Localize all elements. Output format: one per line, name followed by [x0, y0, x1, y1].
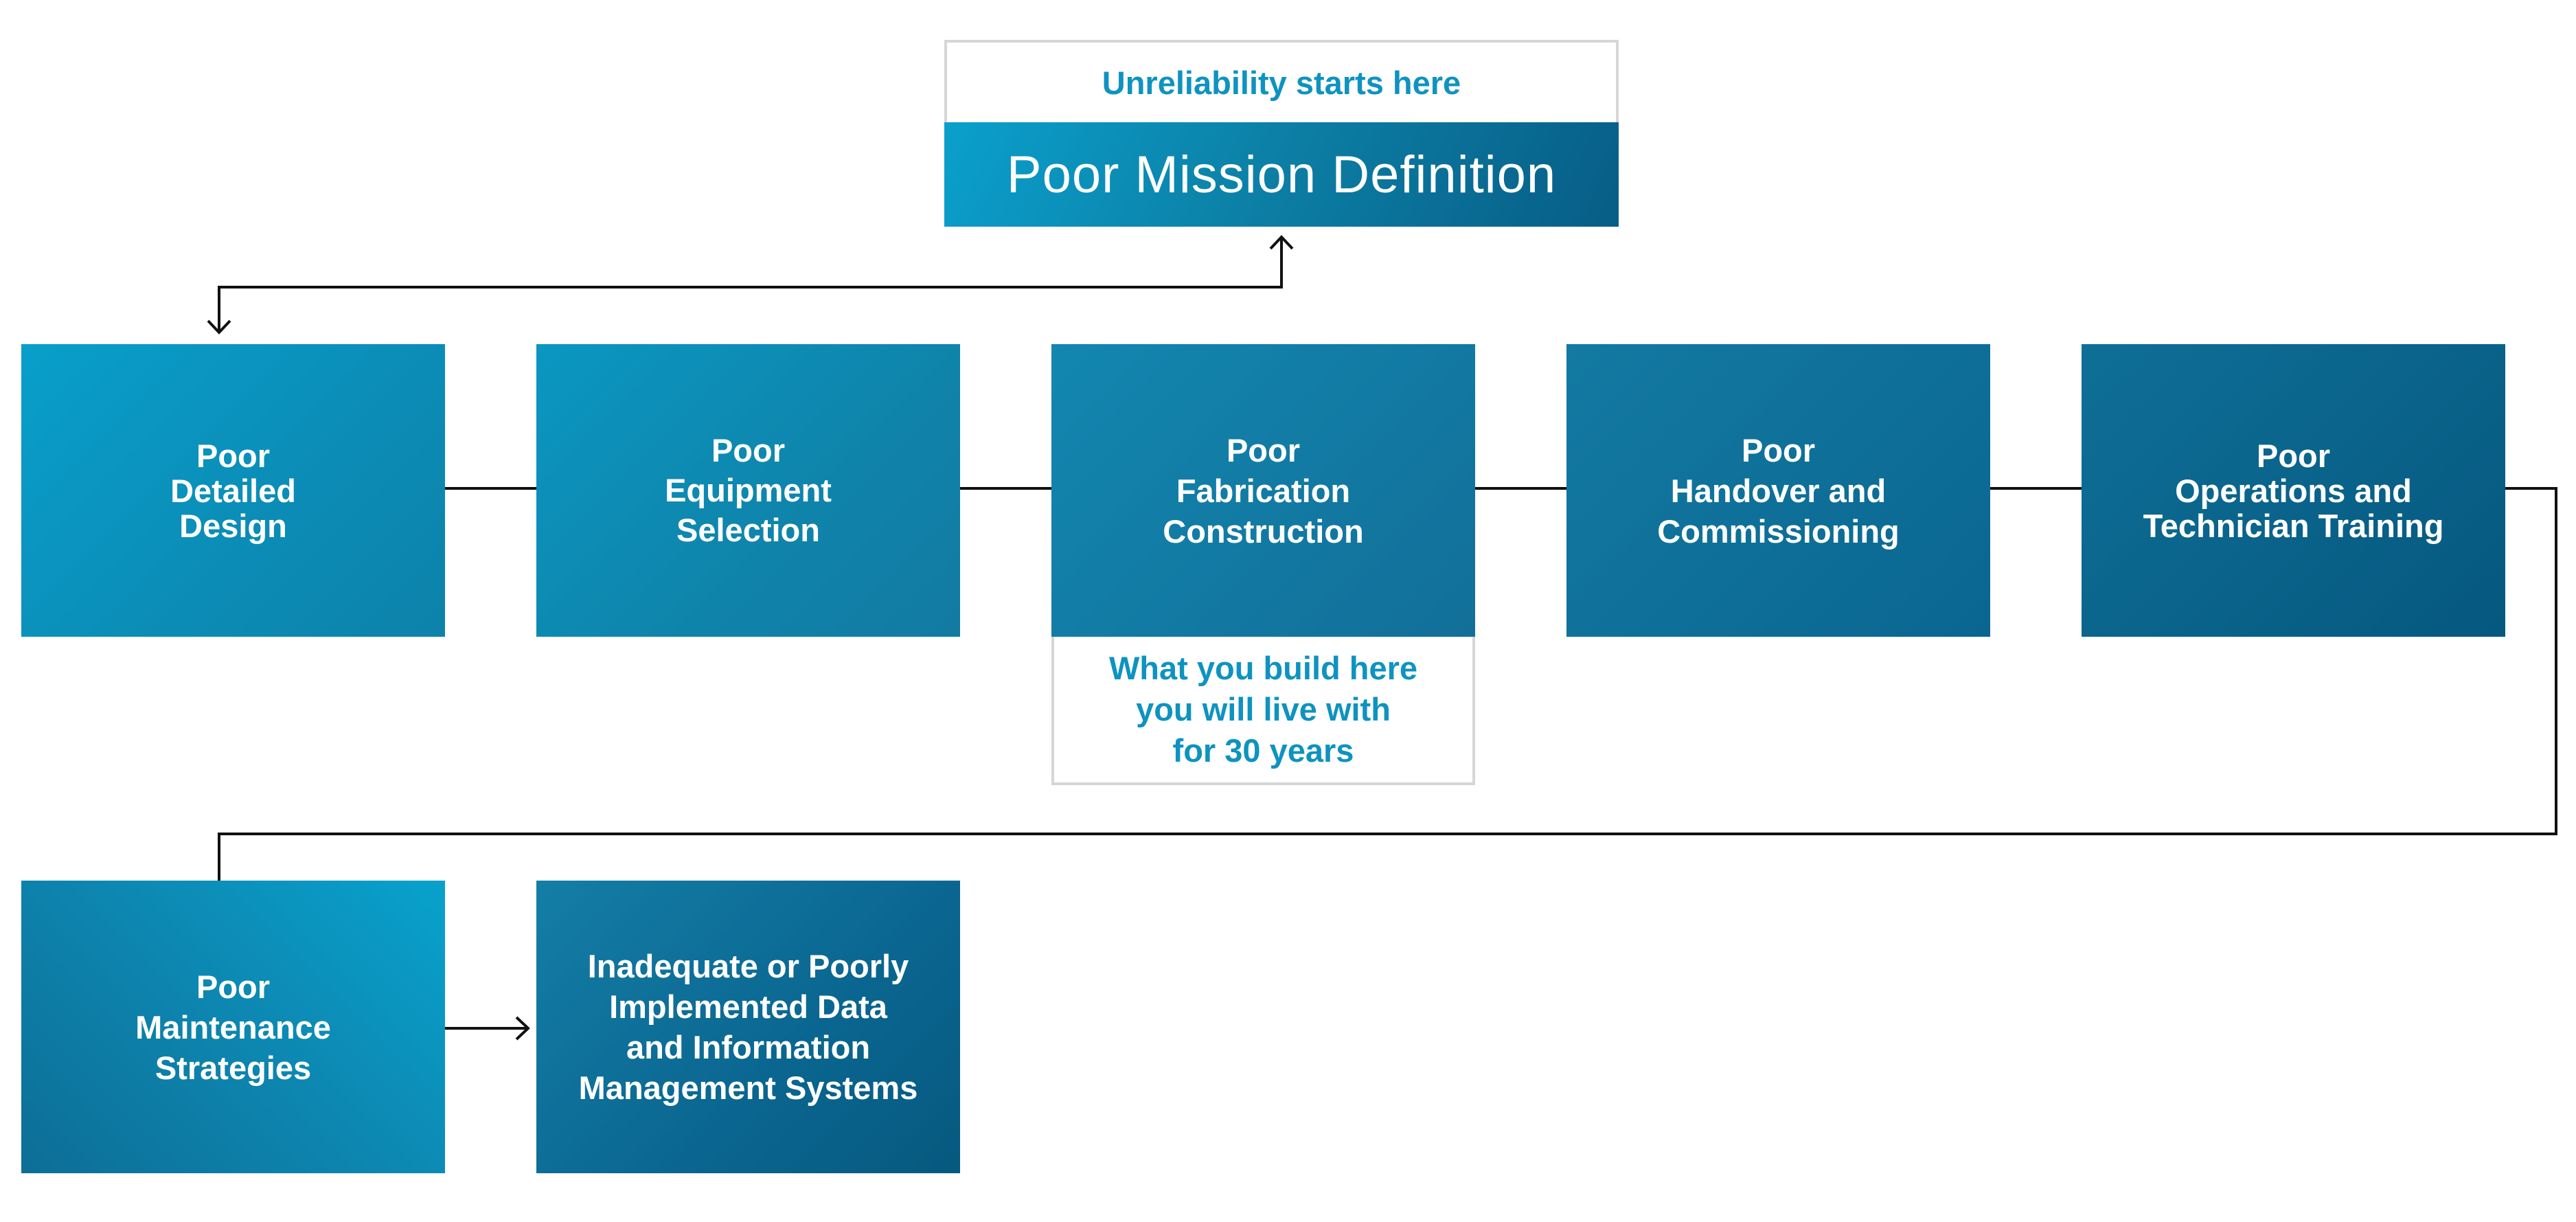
- stage-maintenance-strategies: Poor Maintenance Strategies: [21, 881, 445, 1173]
- stage-label: Poor Operations and Technician Training: [2143, 437, 2444, 544]
- stage-label: Poor Handover and Commissioning: [1657, 431, 1900, 550]
- stage-label: Poor Detailed Design: [170, 437, 296, 544]
- stage-label: Poor Maintenance Strategies: [135, 968, 331, 1086]
- stage-handover-commissioning: Poor Handover and Commissioning: [1566, 344, 1990, 637]
- stage-data-information-systems: Inadequate or Poorly Implemented Data an…: [536, 881, 960, 1173]
- stage-fabrication-construction: Poor Fabrication Construction: [1051, 344, 1475, 637]
- stage-operations-training: Poor Operations and Technician Training: [2082, 344, 2505, 637]
- stage-detailed-design: Poor Detailed Design: [21, 344, 445, 637]
- mission-to-design-connector: [218, 237, 1283, 331]
- stage-label: Inadequate or Poorly Implemented Data an…: [578, 948, 918, 1106]
- unreliability-callout-text: Unreliability starts here: [1102, 64, 1461, 101]
- mission-definition-label: Poor Mission Definition: [1006, 145, 1557, 204]
- unreliability-callout: Unreliability starts here: [944, 40, 1619, 122]
- mission-arrowhead: [1269, 235, 1294, 250]
- mission-definition-box: Poor Mission Definition: [944, 122, 1619, 227]
- stage-equipment-selection: Poor Equipment Selection: [536, 344, 960, 637]
- wrap-connector: [218, 487, 2557, 881]
- build-callout-text: What you build here you will live with f…: [1108, 650, 1418, 769]
- link-6-7-arrowhead: [515, 1016, 530, 1041]
- stage-label: Poor Equipment Selection: [665, 432, 832, 548]
- stage-label: Poor Fabrication Construction: [1163, 431, 1364, 550]
- design-arrowhead: [207, 319, 231, 335]
- build-callout: What you build here you will live with f…: [1051, 637, 1475, 785]
